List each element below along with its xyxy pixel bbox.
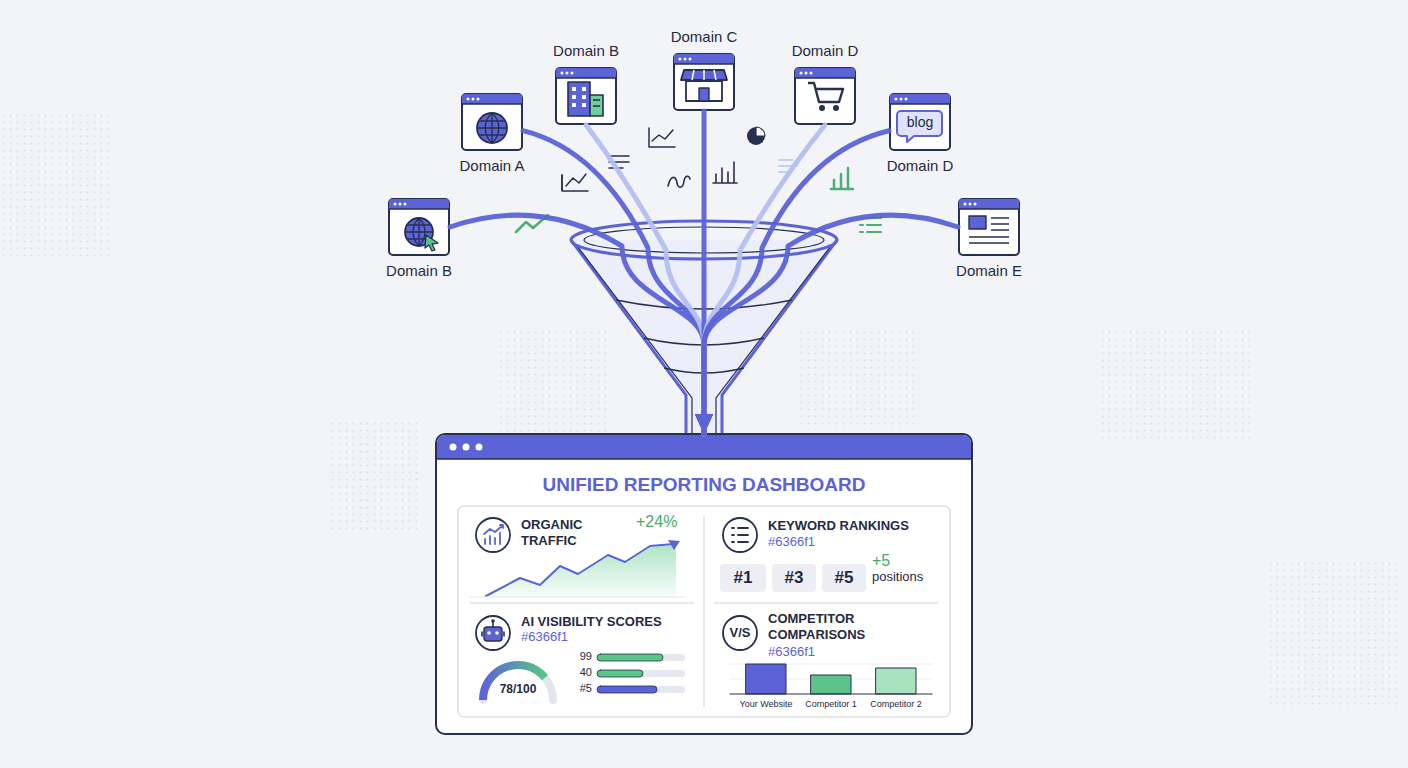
metric-panel: AI VISIBILITY SCORES#6366f1 78/100 99 40 #5 (460, 604, 702, 716)
flow-arrow (586, 125, 704, 434)
node-text: #5 (566, 682, 592, 695)
node-text: Domain B (536, 42, 636, 60)
metric-panel: KEYWORD RANKINGS#6366f1+5positions #1 #3 #5 (706, 508, 948, 602)
node-text: V/S (723, 625, 757, 641)
node-text: #6366f1 (768, 644, 888, 660)
node-text: Domain E (939, 262, 1039, 280)
domain-glyphs (405, 70, 1009, 251)
node-text: Competitor 1 (799, 699, 863, 710)
metric-panel: V/S COMPETITOR COMPARISONS#6366f1Your Web… (706, 604, 948, 716)
node-text: blog (898, 114, 942, 131)
node-text: COMPETITOR COMPARISONS (768, 611, 890, 643)
node-text: #3 (772, 568, 816, 589)
domain-icon: Domain E (958, 198, 1020, 256)
node-text: #1 (720, 568, 766, 589)
node-text: #6366f1 (768, 534, 888, 550)
rank-chip: #5 (822, 564, 866, 592)
node-text: +24% (636, 512, 698, 532)
node-text: Your Website (734, 699, 798, 710)
panel-graphics (470, 518, 932, 700)
domain-icon: Domain A (461, 93, 523, 151)
node-text: Domain A (442, 157, 542, 175)
rank-chip: #3 (772, 564, 816, 592)
node-text: Domain D (775, 42, 875, 60)
node-text: UNIFIED REPORTING DASHBOARD (446, 473, 962, 496)
node-text: AI VISIBILITY SCORES (521, 614, 701, 630)
flow-arrow (523, 131, 704, 434)
domain-icon: Domain B (388, 198, 450, 256)
mini-icons (516, 127, 881, 232)
node-text: Domain C (654, 28, 754, 46)
node-text: Domain B (369, 262, 469, 280)
domain-icon: Domain D (794, 67, 856, 125)
node-text: KEYWORD RANKINGS (768, 518, 944, 534)
flow-arrow (704, 215, 958, 434)
rank-chip: #1 (720, 564, 766, 592)
node-text: +5 (872, 551, 912, 571)
node-text: #6366f1 (521, 629, 641, 645)
flow-arrow (704, 131, 889, 434)
metric-panel: ORGANIC TRAFFIC +24% (460, 508, 702, 602)
node-text: ORGANIC TRAFFIC (521, 517, 605, 549)
flow-arrow (704, 125, 825, 434)
domain-icon: Domain C (673, 53, 735, 111)
node-text: 99 (566, 650, 592, 663)
node-text: #5 (822, 568, 866, 589)
node-text: Domain D (870, 157, 970, 175)
dashboard-window: UNIFIED REPORTING DASHBOARD ORGANIC TRAFF… (436, 434, 972, 734)
domain-icon: Domain B (555, 67, 617, 125)
node-text: Competitor 2 (864, 699, 928, 710)
node-text: 40 (566, 666, 592, 679)
dashboard-frame (436, 434, 972, 734)
node-text: positions (872, 569, 944, 585)
domain-icon: blogDomain D (889, 93, 951, 151)
node-text: 78/100 (486, 682, 550, 697)
